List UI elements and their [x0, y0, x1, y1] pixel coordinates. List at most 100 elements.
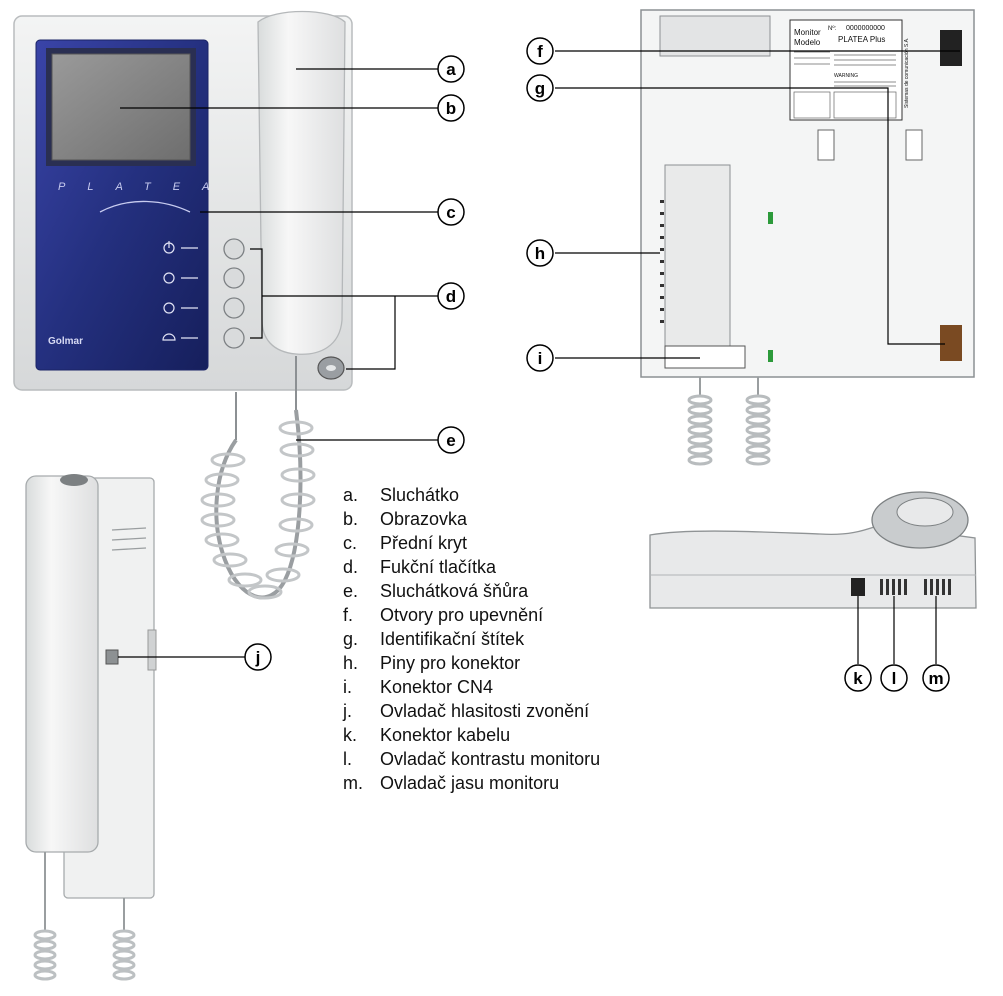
- legend-key: d.: [343, 557, 359, 577]
- legend-key: j.: [343, 701, 352, 721]
- label-serial: 0000000000: [846, 25, 885, 32]
- side-cord-coils: [33, 929, 136, 981]
- door-release-icon: [163, 272, 175, 284]
- legend-key: h.: [343, 653, 359, 673]
- svg-text:h: h: [535, 244, 545, 263]
- legend-text: Fukční tlačítka: [380, 557, 497, 577]
- callout-g: g: [526, 74, 554, 102]
- brightness-control[interactable]: [924, 579, 951, 595]
- front-icons: [162, 241, 198, 341]
- handset: [257, 10, 346, 355]
- svg-text:g: g: [535, 79, 545, 98]
- legend-item-h: h. Piny pro konektor: [343, 652, 663, 676]
- legend-key: m.: [343, 773, 363, 793]
- contrast-control[interactable]: [880, 579, 907, 595]
- cable-connector[interactable]: [851, 578, 865, 596]
- bottom-view: [649, 491, 977, 664]
- function-button-4[interactable]: [223, 327, 245, 349]
- svg-text:i: i: [538, 349, 543, 368]
- callout-j: j: [244, 643, 272, 671]
- label-model-word-2: Modelo: [794, 38, 821, 47]
- rear-green-led-2: [768, 350, 773, 362]
- callout-c: c: [437, 198, 465, 226]
- callout-m: m: [922, 664, 950, 692]
- svg-text:f: f: [537, 42, 543, 61]
- side-handset: [25, 475, 99, 853]
- maker-logo: Golmar: [48, 336, 83, 347]
- legend-item-c: c.Přední kryt: [343, 532, 663, 556]
- callout-b: b: [437, 94, 465, 122]
- svg-text:d: d: [446, 287, 456, 306]
- legend-item-i: i.Konektor CN4: [343, 676, 663, 700]
- legend-text: Ovladač kontrastu monitoru: [380, 749, 601, 769]
- rear-cords: [699, 377, 759, 395]
- callout-i: i: [526, 344, 554, 372]
- function-button-2[interactable]: [223, 267, 245, 289]
- connector-cn4: [664, 345, 746, 369]
- timer-icon: [163, 302, 175, 314]
- legend-item-m: m. Ovladač jasu monitoru: [343, 772, 663, 796]
- side-view: [25, 474, 245, 981]
- legend-key: f.: [343, 605, 354, 625]
- rear-slot-1: [817, 129, 835, 161]
- legend-key: k.: [343, 725, 358, 745]
- legend-item-l: l. Ovladač kontrastu monitoru: [343, 748, 663, 772]
- callout-e: e: [437, 426, 465, 454]
- coil-rings: [200, 420, 316, 600]
- legend: a.Sluchátko b.Obrazovka c.Přední kryt d.…: [343, 484, 663, 796]
- rear-slot-2: [905, 129, 923, 161]
- svg-text:k: k: [853, 669, 863, 688]
- svg-text:c: c: [446, 203, 455, 222]
- svg-text:l: l: [892, 669, 897, 688]
- rear-leader-lines: [555, 50, 960, 359]
- legend-text: Konektor CN4: [380, 677, 494, 697]
- svg-text:j: j: [255, 648, 261, 667]
- front-cover-swoosh: [99, 200, 191, 213]
- legend-item-e: e.Sluchátková šňůra: [343, 580, 663, 604]
- function-button-1[interactable]: [223, 238, 245, 260]
- legend-key: b.: [343, 509, 359, 529]
- legend-item-a: a.Sluchátko: [343, 484, 663, 508]
- rear-green-led-1: [768, 212, 773, 224]
- front-coiled-cord: [235, 356, 297, 440]
- bottom-handset-cap: [896, 497, 954, 527]
- mounting-hole-bottom: [940, 325, 962, 361]
- svg-text:m: m: [928, 669, 943, 688]
- bottom-leader-lines: [857, 596, 937, 664]
- front-leader-lines: [120, 68, 438, 441]
- svg-text:a: a: [446, 60, 456, 79]
- legend-text: Identifikační štítek: [380, 629, 525, 649]
- callout-d: d: [437, 282, 465, 310]
- side-vents: [111, 527, 147, 551]
- callout-l: l: [880, 664, 908, 692]
- front-monitor: PLATEA Golmar: [13, 10, 353, 600]
- callout-a: a: [437, 55, 465, 83]
- label-no-prefix: Nº:: [828, 25, 837, 32]
- legend-item-d: d. Fukční tlačítka: [343, 556, 663, 580]
- side-top-cap: [60, 474, 88, 486]
- function-button-3[interactable]: [223, 297, 245, 319]
- light-icon: [162, 333, 176, 341]
- callout-k: k: [844, 664, 872, 692]
- ringer-volume-control[interactable]: [105, 649, 119, 665]
- legend-text: Sluchátková šňůra: [380, 581, 529, 601]
- brand-text: PLATEA: [58, 181, 231, 193]
- label-side-text: Sistemas de comunicación S.A.: [904, 38, 910, 108]
- connector-pins: [660, 200, 664, 323]
- label-model-word-1: Monitor: [794, 28, 821, 37]
- legend-item-k: k.Konektor kabelu: [343, 724, 663, 748]
- callout-h: h: [526, 239, 554, 267]
- legend-text: Piny pro konektor: [380, 653, 521, 673]
- callout-f: f: [526, 37, 554, 65]
- legend-key: a.: [343, 485, 359, 505]
- legend-text: Ovladač jasu monitoru: [380, 773, 560, 793]
- legend-item-g: g. Identifikační štítek: [343, 628, 663, 652]
- legend-key: l.: [343, 749, 352, 769]
- identification-label: [789, 19, 903, 121]
- legend-key: g.: [343, 629, 359, 649]
- monitor-screen: [51, 53, 191, 161]
- legend-text: Přední kryt: [380, 533, 468, 553]
- rear-top-bracket: [659, 15, 771, 57]
